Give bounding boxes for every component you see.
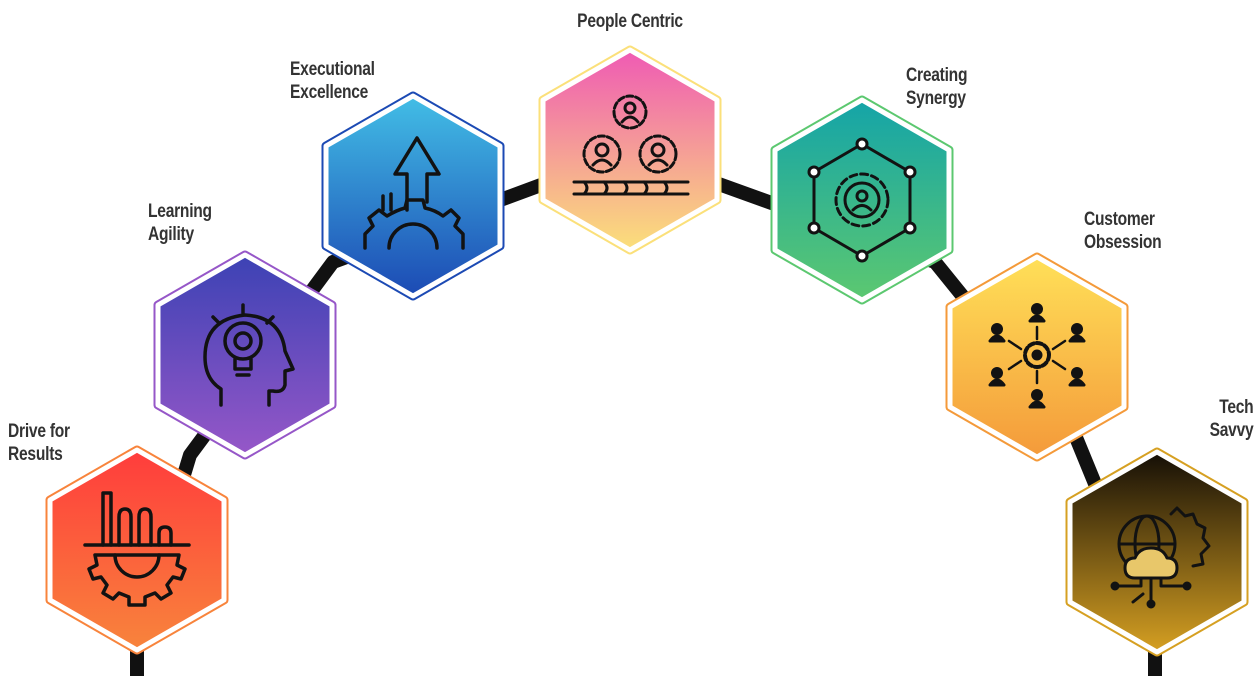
- value-tech-savvy: [1065, 447, 1249, 657]
- label-executional-excellence: Executional Excellence: [290, 58, 375, 104]
- label-people-centric: People Centric: [548, 10, 712, 33]
- network-gear-icon: [807, 137, 917, 263]
- people-around-gear-icon: [988, 303, 1086, 409]
- value-people-centric: [538, 45, 722, 255]
- label-line: Drive for: [8, 421, 70, 442]
- hexagon: [323, 93, 503, 299]
- label-line: Creating: [906, 65, 968, 86]
- label-line: Excellence: [290, 82, 369, 103]
- label-line: Obsession: [1084, 232, 1162, 253]
- idea-head-icon: [203, 303, 295, 407]
- value-executional-excellence: [321, 91, 505, 301]
- label-drive-for-results: Drive for Results: [8, 420, 70, 466]
- globe-cloud-icon: [1110, 506, 1211, 609]
- value-creating-synergy: [770, 95, 954, 305]
- gear-right-icon: [638, 134, 678, 174]
- gear-left-icon: [582, 134, 622, 174]
- chart-gear-icon: [83, 491, 191, 607]
- label-tech-savvy: Tech Savvy: [1209, 396, 1253, 442]
- people-gears-icon: [572, 94, 690, 196]
- hexagon: [540, 47, 720, 253]
- value-drive-for-results: [45, 445, 229, 655]
- label-learning-agility: Learning Agility: [148, 200, 212, 246]
- hexagon: [155, 252, 335, 458]
- label-line: Executional: [290, 59, 375, 80]
- label-line: Learning: [148, 201, 212, 222]
- label-line: Synergy: [906, 88, 966, 109]
- arrow-gear-icon: [363, 136, 465, 250]
- value-customer-obsession: [945, 252, 1129, 462]
- label-line: Savvy: [1209, 420, 1253, 441]
- label-creating-synergy: Creating Synergy: [906, 64, 967, 110]
- value-learning-agility: [153, 250, 337, 460]
- label-line: People Centric: [577, 11, 683, 32]
- gear-top-icon: [612, 94, 648, 130]
- label-customer-obsession: Customer Obsession: [1084, 208, 1162, 254]
- label-line: Tech: [1218, 397, 1253, 418]
- label-line: Results: [8, 444, 63, 465]
- label-line: Customer: [1084, 209, 1155, 230]
- hexagon: [47, 447, 227, 653]
- label-line: Agility: [148, 224, 194, 245]
